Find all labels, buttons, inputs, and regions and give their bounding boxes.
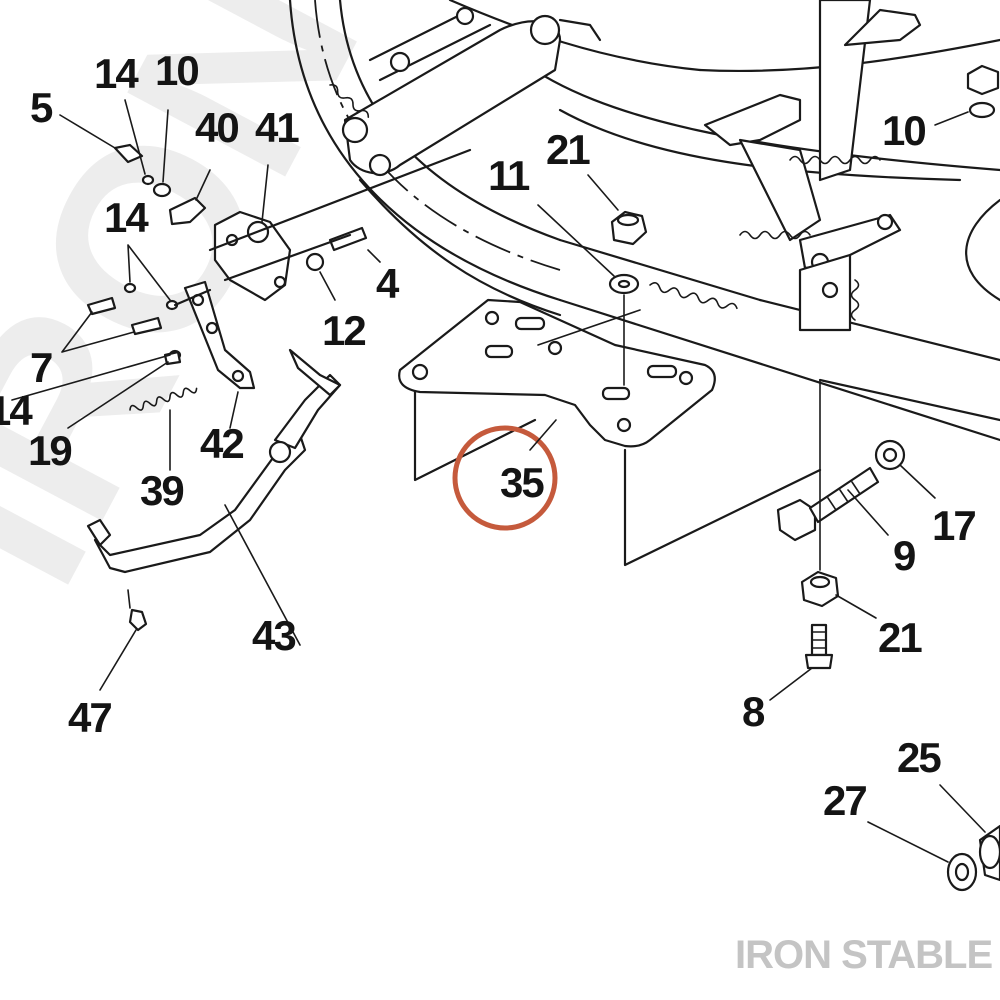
- part-35-mounting-plate: [398, 298, 822, 567]
- callout-7: 7: [30, 344, 52, 391]
- callout-47: 47: [68, 694, 111, 741]
- callout-8: 8: [742, 688, 765, 735]
- callout-10-right: 10: [882, 107, 925, 154]
- callout-41: 41: [255, 104, 299, 151]
- callout-25: 25: [897, 734, 941, 781]
- callout-43: 43: [252, 612, 295, 659]
- callout-12: 12: [322, 307, 365, 354]
- part-21-lower-nut: [800, 379, 877, 619]
- deck-pivot-arm: [341, 6, 602, 177]
- deck-right-bracket: [703, 0, 922, 332]
- callout-27: 27: [823, 777, 866, 824]
- brand-logo-text: IRON STABLE: [735, 933, 992, 977]
- callout-21-upper: 21: [546, 126, 590, 173]
- callout-19: 19: [28, 427, 71, 474]
- callout-35: 35: [500, 459, 544, 506]
- callout-14-mid: 14: [104, 194, 149, 241]
- part-11-washer: [537, 204, 640, 386]
- callout-14-left: 14: [0, 387, 33, 434]
- callout-5: 5: [30, 84, 53, 131]
- callout-14-top: 14: [94, 50, 139, 97]
- callout-39: 39: [140, 467, 183, 514]
- callout-4: 4: [376, 260, 400, 307]
- callout-40: 40: [195, 104, 238, 151]
- callout-11: 11: [488, 152, 530, 199]
- callout-labels: 5 14 10 40 41 14 7 14 19 39 42 4 12 21 1…: [0, 47, 977, 824]
- callout-10-left: 10: [155, 47, 198, 94]
- part-35-highlight-ring: [452, 425, 558, 531]
- part-8-bolt: [769, 623, 834, 701]
- part-9-bolt: [776, 466, 889, 542]
- callout-17: 17: [932, 502, 975, 549]
- part-21-upper-nut: [587, 174, 648, 246]
- callout-9: 9: [893, 532, 915, 579]
- part-17-lockwasher: [874, 439, 936, 499]
- callout-21-lower: 21: [878, 614, 922, 661]
- left-linkage: [11, 99, 472, 691]
- springs: [329, 83, 881, 321]
- callout-42: 42: [200, 420, 243, 467]
- part-10-right-nut: [934, 64, 1000, 126]
- part-25-27-bushings: [867, 784, 1000, 892]
